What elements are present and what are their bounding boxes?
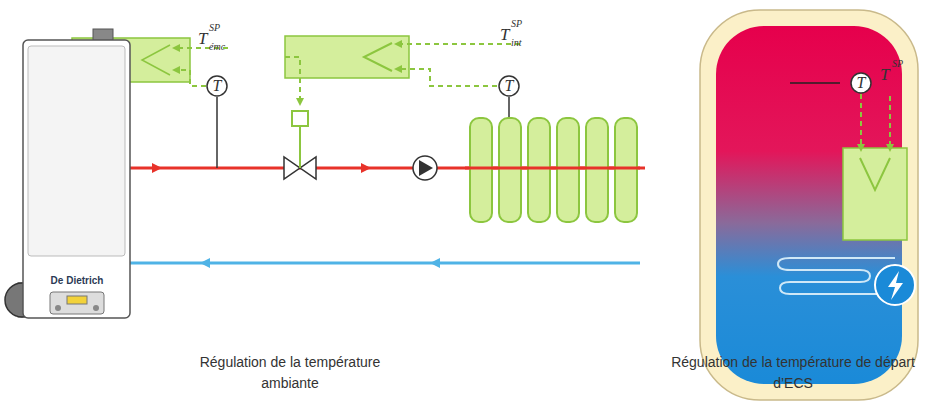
setpoint-symbol: int: [511, 38, 522, 48]
setpoint-symbol: T: [198, 30, 207, 47]
setpoint-symbol: SP: [892, 59, 903, 69]
setpoint-symbol: SP: [511, 19, 522, 29]
caption-text: Régulation de la température de départ d…: [668, 352, 918, 394]
setpoint-symbol: T: [880, 66, 889, 83]
temperature-sensor: T: [850, 72, 872, 94]
brand-logo: De Dietrich: [26, 275, 128, 286]
sensor-letter: T: [206, 75, 228, 97]
sensor-letter: T: [498, 75, 520, 97]
boiler: De Dietrich: [22, 28, 132, 320]
temperature-sensor: T: [206, 75, 228, 97]
setpoint-symbol: T: [500, 26, 509, 43]
temperature-sensor: T: [498, 75, 520, 97]
caption-text: Régulation de la température ambiante: [175, 352, 405, 394]
setpoint-symbol: SP: [209, 23, 220, 33]
setpoint-symbol: émc: [209, 42, 225, 52]
sensor-letter: T: [850, 72, 872, 94]
